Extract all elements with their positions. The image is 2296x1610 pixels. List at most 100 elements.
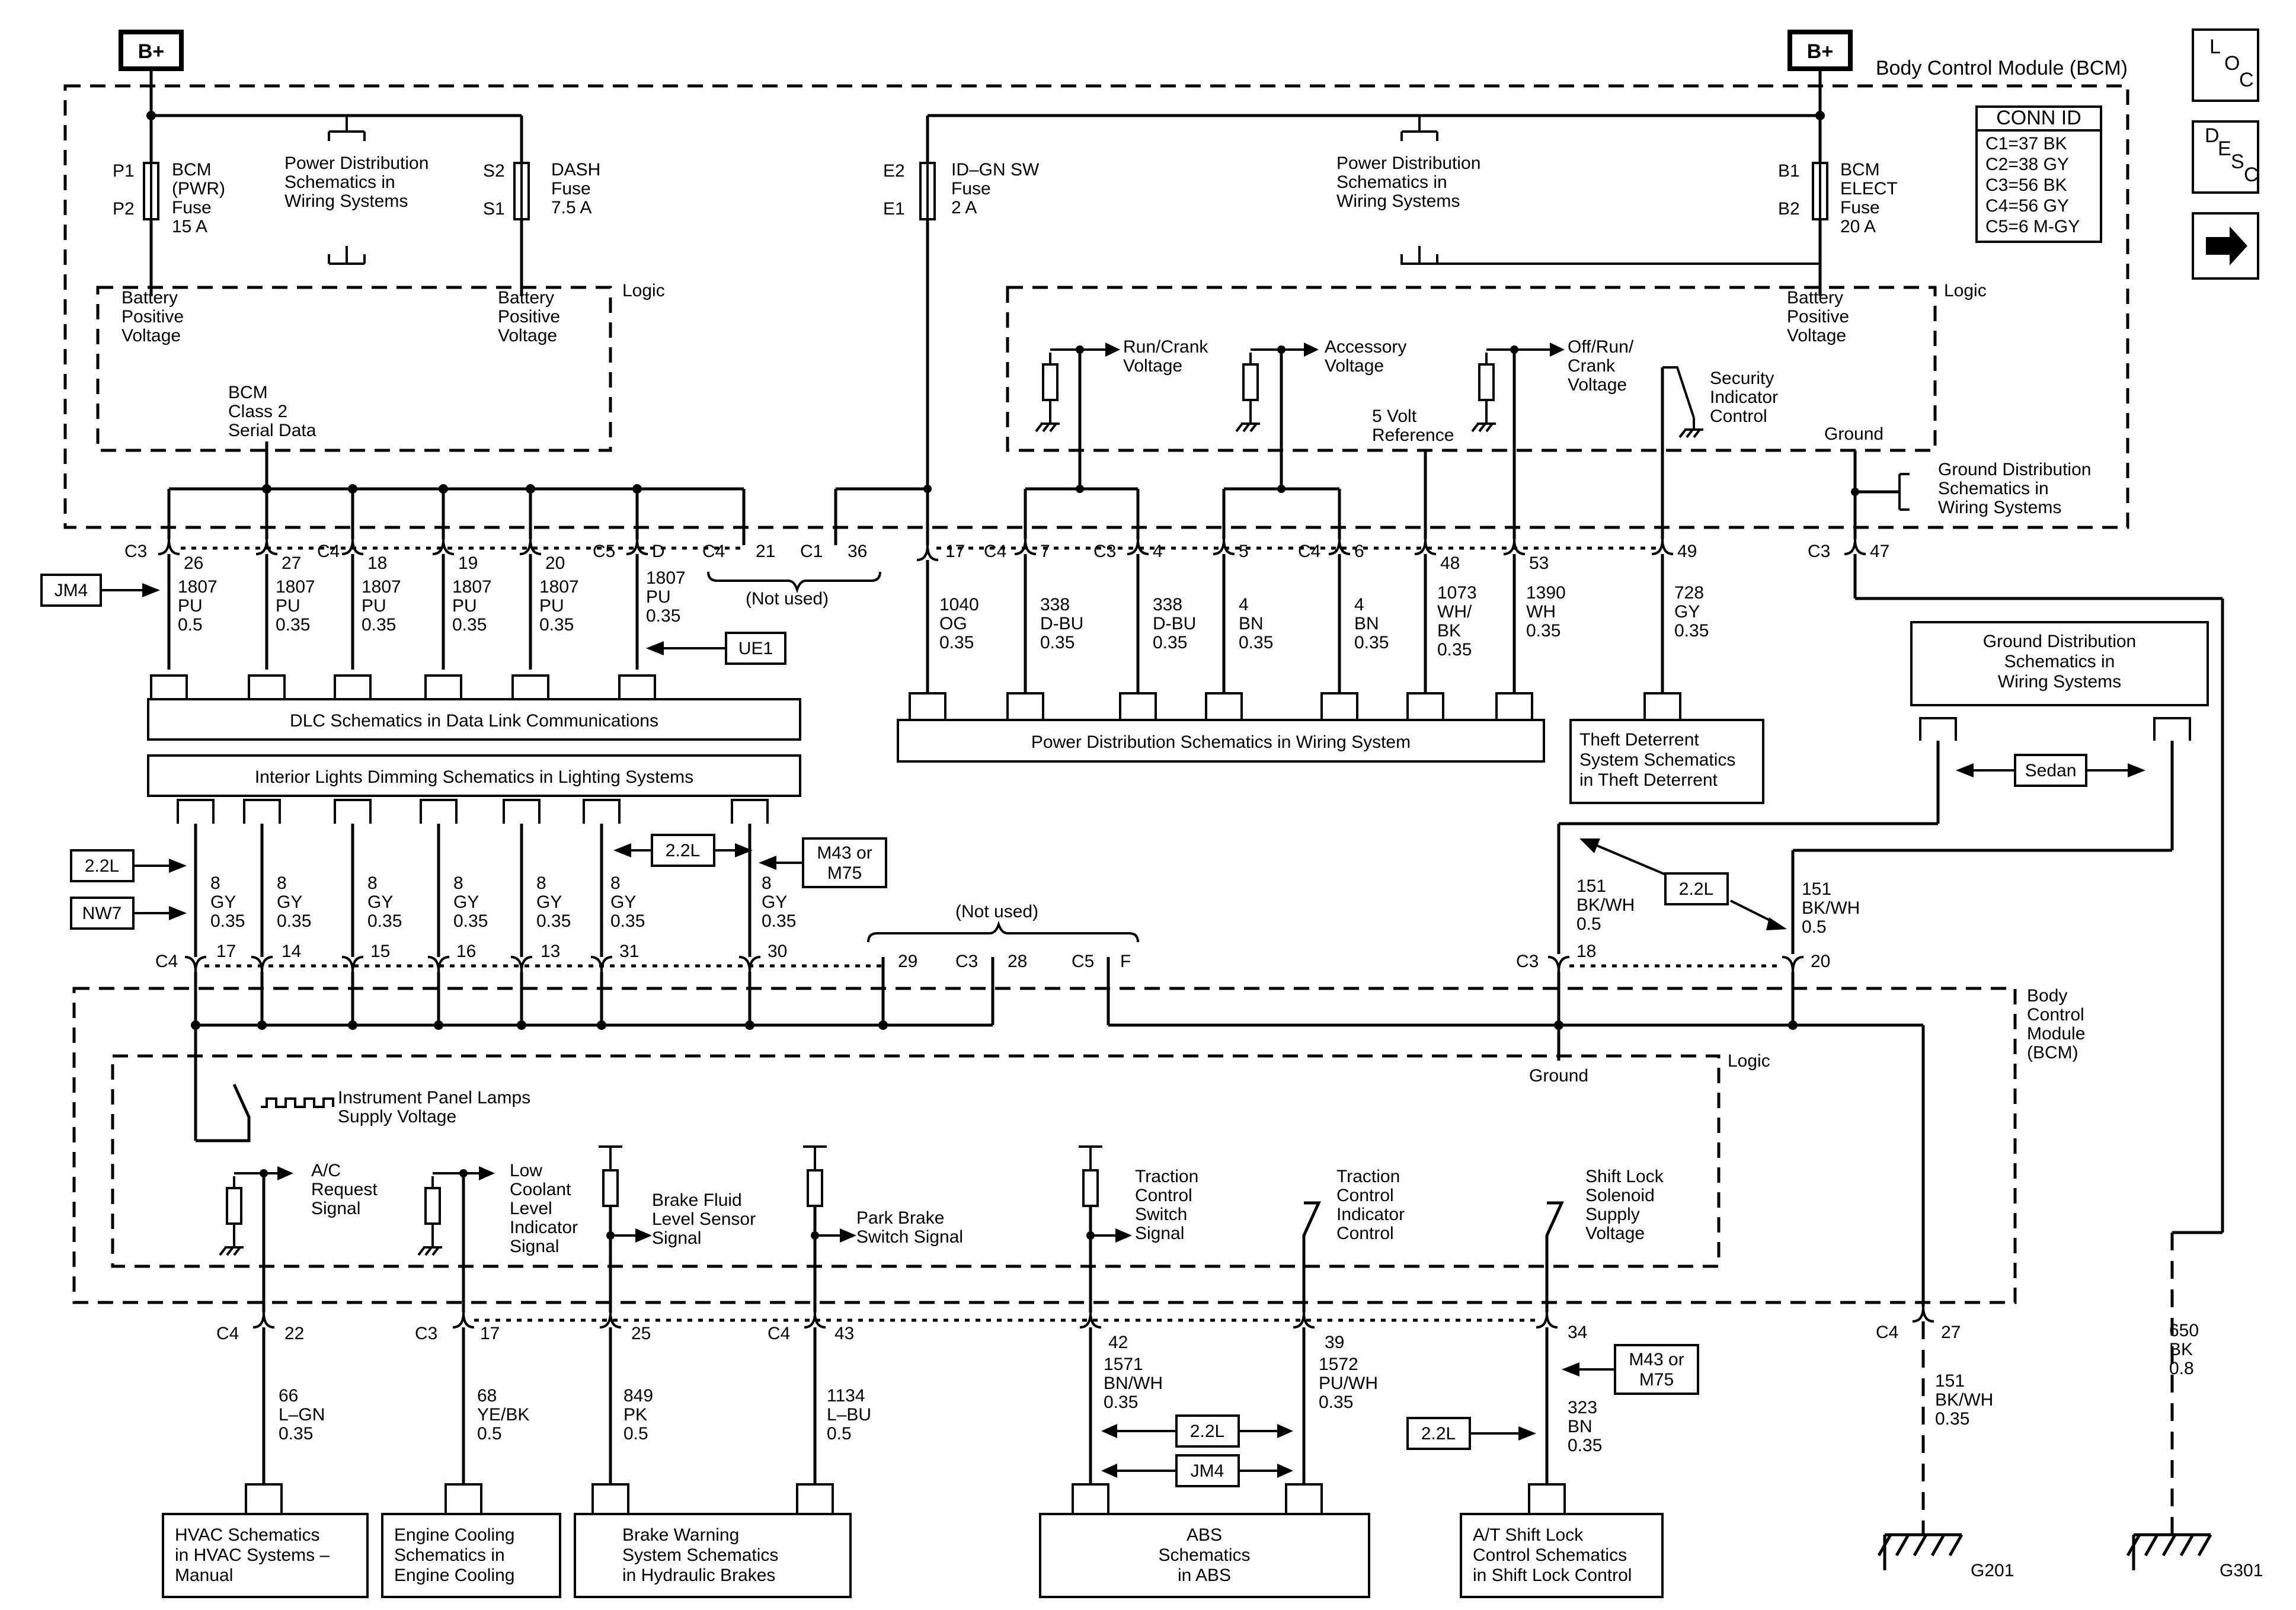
- svg-text:in Hydraulic Brakes: in Hydraulic Brakes: [622, 1566, 775, 1585]
- svg-text:Serial Data: Serial Data: [228, 421, 316, 440]
- theft-deterrent-box[interactable]: [1569, 719, 1764, 804]
- svg-text:8: 8: [367, 873, 378, 893]
- option-2-2l-diagonal: 2.2L: [1579, 838, 1787, 930]
- svg-text:Battery: Battery: [121, 288, 178, 308]
- svg-text:S2: S2: [483, 161, 505, 181]
- svg-text:E2: E2: [883, 161, 905, 181]
- svg-text:ELECT: ELECT: [1840, 179, 1898, 199]
- svg-text:Security: Security: [1710, 369, 1774, 388]
- svg-text:DLC Schematics in Data Link Co: DLC Schematics in Data Link Communicatio…: [290, 711, 658, 731]
- svg-text:NW7: NW7: [82, 904, 122, 923]
- svg-text:Engine Cooling: Engine Cooling: [394, 1525, 514, 1545]
- svg-text:20 A: 20 A: [1840, 217, 1876, 236]
- svg-text:Control: Control: [1336, 1224, 1394, 1243]
- svg-text:42: 42: [1108, 1333, 1128, 1352]
- svg-text:Request: Request: [311, 1180, 378, 1199]
- svg-text:JM4: JM4: [55, 581, 88, 600]
- svg-text:8: 8: [210, 873, 220, 893]
- svg-text:0.5: 0.5: [178, 615, 203, 635]
- svg-text:0.35: 0.35: [453, 911, 488, 931]
- svg-text:34: 34: [1568, 1323, 1587, 1342]
- svg-text:0.35: 0.35: [452, 615, 487, 635]
- svg-text:Coolant: Coolant: [510, 1180, 571, 1199]
- interior-lights-dimming-box[interactable]: [147, 754, 801, 797]
- svg-text:Control Schematics: Control Schematics: [1473, 1545, 1627, 1565]
- svg-text:Wiring Systems: Wiring Systems: [284, 191, 408, 211]
- svg-text:15: 15: [370, 942, 390, 961]
- svg-text:28: 28: [1008, 952, 1027, 971]
- svg-text:Voltage: Voltage: [498, 326, 557, 345]
- svg-text:Positive: Positive: [1787, 307, 1849, 327]
- svg-text:PU: PU: [178, 596, 203, 616]
- svg-text:27: 27: [1941, 1323, 1961, 1342]
- svg-text:C3: C3: [955, 952, 978, 971]
- abs-schematics-box[interactable]: [1039, 1513, 1370, 1598]
- brake-warning-box[interactable]: [574, 1513, 852, 1598]
- svg-text:1390: 1390: [1526, 583, 1566, 603]
- svg-text:GY: GY: [536, 892, 562, 912]
- svg-text:Logic: Logic: [1728, 1051, 1770, 1071]
- svg-text:Schematics in: Schematics in: [1938, 479, 2049, 498]
- dlc-schematics-box[interactable]: [147, 698, 801, 741]
- svg-text:849: 849: [623, 1386, 653, 1406]
- svg-text:Reference: Reference: [1372, 425, 1454, 445]
- svg-text:GY: GY: [453, 892, 479, 912]
- module-title: Body Control Module (BCM): [1876, 57, 2128, 79]
- svg-text:0.35: 0.35: [1526, 621, 1560, 641]
- svg-text:17: 17: [945, 542, 965, 561]
- svg-text:BK: BK: [2169, 1340, 2193, 1359]
- svg-text:338: 338: [1153, 595, 1182, 614]
- svg-text:D-BU: D-BU: [1040, 614, 1083, 633]
- svg-text:C5: C5: [1072, 952, 1094, 971]
- svg-text:Logic: Logic: [1944, 281, 1987, 300]
- svg-text:0.35: 0.35: [279, 1424, 313, 1443]
- svg-text:43: 43: [834, 1324, 854, 1343]
- svg-text:PU/WH: PU/WH: [1319, 1374, 1378, 1393]
- svg-text:(BCM): (BCM): [2027, 1043, 2078, 1062]
- svg-text:PU: PU: [452, 596, 477, 616]
- svg-text:M75: M75: [827, 863, 862, 883]
- svg-text:68: 68: [477, 1386, 497, 1406]
- svg-text:18: 18: [367, 553, 387, 573]
- svg-text:0.35: 0.35: [762, 911, 796, 931]
- svg-text:YE/BK: YE/BK: [477, 1405, 529, 1425]
- svg-text:21: 21: [756, 542, 775, 561]
- svg-text:BK/WH: BK/WH: [1576, 895, 1635, 915]
- svg-text:S1: S1: [483, 199, 505, 219]
- svg-text:0.35: 0.35: [1354, 633, 1389, 652]
- svg-text:13: 13: [541, 942, 560, 961]
- location-icon[interactable]: L O C: [2192, 28, 2259, 102]
- power-distribution-box[interactable]: [897, 719, 1545, 763]
- svg-text:8: 8: [536, 873, 546, 893]
- svg-text:Indicator: Indicator: [1710, 388, 1778, 407]
- svg-text:Voltage: Voltage: [1325, 356, 1384, 376]
- svg-text:S: S: [2231, 151, 2244, 173]
- svg-text:650: 650: [2169, 1321, 2199, 1340]
- svg-text:17: 17: [216, 942, 236, 961]
- svg-text:BK: BK: [1437, 621, 1461, 641]
- svg-text:Power Distribution: Power Distribution: [1336, 153, 1480, 173]
- svg-text:0.8: 0.8: [2169, 1359, 2194, 1378]
- svg-text:0.35: 0.35: [1935, 1409, 1969, 1429]
- svg-text:G201: G201: [1971, 1561, 2014, 1580]
- svg-text:Voltage: Voltage: [121, 326, 181, 345]
- svg-text:C5=6 M-GY: C5=6 M-GY: [1985, 217, 2080, 236]
- svg-text:1134: 1134: [827, 1386, 865, 1406]
- svg-text:25: 25: [631, 1324, 651, 1343]
- engine-cooling-box[interactable]: [381, 1513, 561, 1598]
- svg-text:0.35: 0.35: [536, 911, 571, 931]
- svg-text:323: 323: [1568, 1398, 1597, 1417]
- svg-text:System Schematics: System Schematics: [622, 1545, 778, 1565]
- hvac-schematics-box[interactable]: [162, 1513, 369, 1598]
- svg-text:16: 16: [456, 942, 476, 961]
- ground-distribution-box[interactable]: [1910, 621, 2209, 706]
- svg-text:0.35: 0.35: [1104, 1393, 1138, 1412]
- shift-lock-box[interactable]: [1460, 1513, 1664, 1598]
- svg-text:Level: Level: [510, 1199, 552, 1218]
- right-arrow-icon[interactable]: [2192, 212, 2259, 280]
- svg-text:in ABS: in ABS: [1178, 1566, 1231, 1585]
- description-icon[interactable]: D E S C: [2192, 120, 2259, 194]
- svg-text:Wiring Systems: Wiring Systems: [1938, 498, 2061, 517]
- svg-text:20: 20: [545, 553, 565, 573]
- svg-text:0.35: 0.35: [277, 911, 311, 931]
